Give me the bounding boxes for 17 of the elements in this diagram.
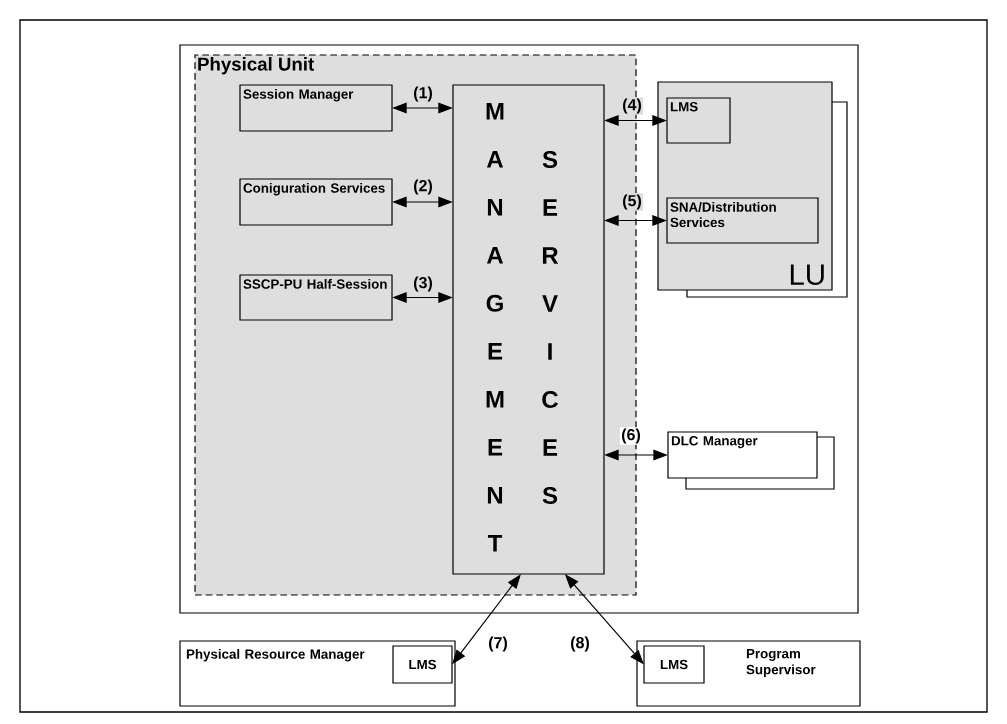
component-box: SSCP-PU Half-Session: [239, 274, 393, 321]
edge-label: (7): [489, 636, 507, 652]
edge-label: (6): [622, 428, 640, 444]
edge-label: (5): [623, 194, 641, 210]
component-box: Coniguration Services: [239, 178, 393, 226]
edge-label: (1): [414, 86, 432, 102]
edge-label: (8): [571, 636, 589, 652]
edge-label: (2): [414, 179, 432, 195]
services-box: MANAGEMENT SERVICES: [452, 84, 605, 575]
component-box: LMS: [392, 645, 453, 684]
component-box: Session Manager: [239, 84, 393, 132]
edge-label: (3): [414, 276, 432, 292]
edge-label: (4): [623, 98, 641, 114]
component-box: SNA/Distribution Services: [666, 197, 819, 244]
component-box: LMS: [643, 645, 705, 684]
component-box: LMS: [666, 97, 731, 144]
component-box: DLC Manager: [667, 431, 818, 479]
